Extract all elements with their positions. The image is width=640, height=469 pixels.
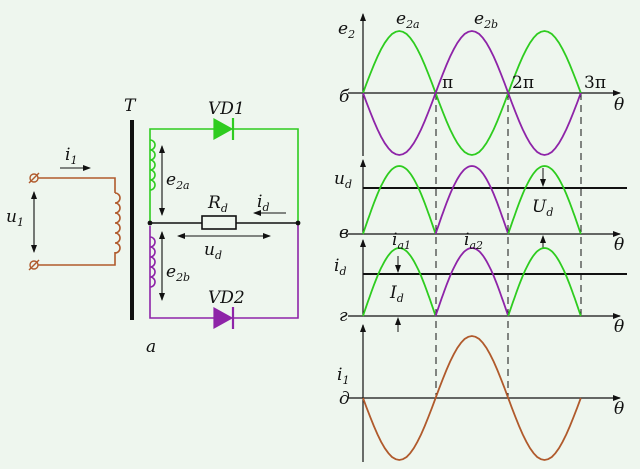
plot-i-ia2-label: ia2 (464, 230, 483, 252)
label-e2a: e2a (166, 170, 190, 192)
plot-e-tick-2pi: 2π (512, 73, 534, 93)
plot-u: ud в Ud θ (334, 159, 627, 255)
plot-p-xlabel: θ (614, 399, 624, 419)
diode-vd2 (213, 306, 235, 330)
resistor-rd (201, 215, 237, 230)
lower-secondary (149, 224, 299, 319)
plot-e-letter: б (339, 87, 350, 107)
plot-i-xlabel: θ (614, 317, 624, 337)
plot-i-halfwave-1 (362, 247, 437, 317)
plot-i-letter: г (339, 306, 348, 326)
plot-i-halfwave-2 (434, 247, 510, 317)
circuit: T VD1 VD2 e2a e2b Rd id ud i1 u1 а (6, 96, 301, 357)
plot-e-series-e2b (362, 30, 582, 156)
plot-u-xlabel: θ (614, 235, 624, 255)
plot-e-series-a-label: e2a (396, 9, 420, 31)
primary-circuit (38, 177, 121, 266)
label-caption: а (146, 337, 156, 357)
plot-u-halfwave-3 (507, 165, 582, 235)
upper-secondary (149, 128, 299, 223)
plot-e: e2 e2a e2b б π 2π 3π θ (338, 9, 624, 156)
input-terminal-top (28, 172, 40, 184)
plot-u-halfwave-2 (434, 165, 510, 235)
label-e2b: e2b (166, 262, 190, 284)
plot-e-tick-pi: π (442, 73, 453, 93)
label-i1: i1 (65, 145, 77, 167)
diode-vd1 (213, 117, 235, 141)
plot-e-series-b-label: e2b (474, 9, 498, 31)
label-ud: ud (204, 240, 222, 262)
waveforms: e2 e2a e2b б π 2π 3π θ ud в Ud θ (334, 9, 627, 462)
plot-p: i1 д θ (337, 324, 624, 462)
plot-u-letter: в (339, 223, 349, 243)
label-rd: Rd (207, 193, 228, 215)
label-id: id (257, 192, 269, 214)
label-u1: u1 (6, 207, 24, 229)
plot-p-letter: д (339, 389, 350, 409)
plot-e-xlabel: θ (614, 95, 624, 115)
plot-u-mean-label: Ud (532, 197, 553, 219)
plot-p-ylabel: i1 (337, 365, 349, 387)
label-transformer: T (124, 96, 137, 116)
upper-secondary-winding (149, 139, 156, 191)
input-terminal-bottom (28, 259, 40, 271)
plot-i-mean-label: Id (389, 283, 404, 305)
plot-u-halfwave-1 (362, 165, 437, 235)
plot-i-halfwave-3 (507, 247, 582, 317)
load-branch (147, 215, 301, 230)
plot-e-series-e2a (362, 30, 582, 156)
plot-i: id г ia1 ia2 Id θ (334, 230, 627, 337)
label-vd2: VD2 (208, 288, 245, 308)
plot-e-ylabel: e2 (338, 19, 355, 41)
primary-winding (114, 192, 121, 254)
label-vd1: VD1 (208, 99, 245, 119)
plot-i-ylabel: id (334, 256, 346, 278)
plot-p-series-i1 (362, 335, 582, 461)
lower-secondary-winding (149, 236, 156, 288)
plot-i-ia1-label: ia1 (392, 230, 411, 252)
plot-u-ylabel: ud (334, 169, 352, 191)
plot-e-tick-3pi: 3π (584, 73, 606, 93)
